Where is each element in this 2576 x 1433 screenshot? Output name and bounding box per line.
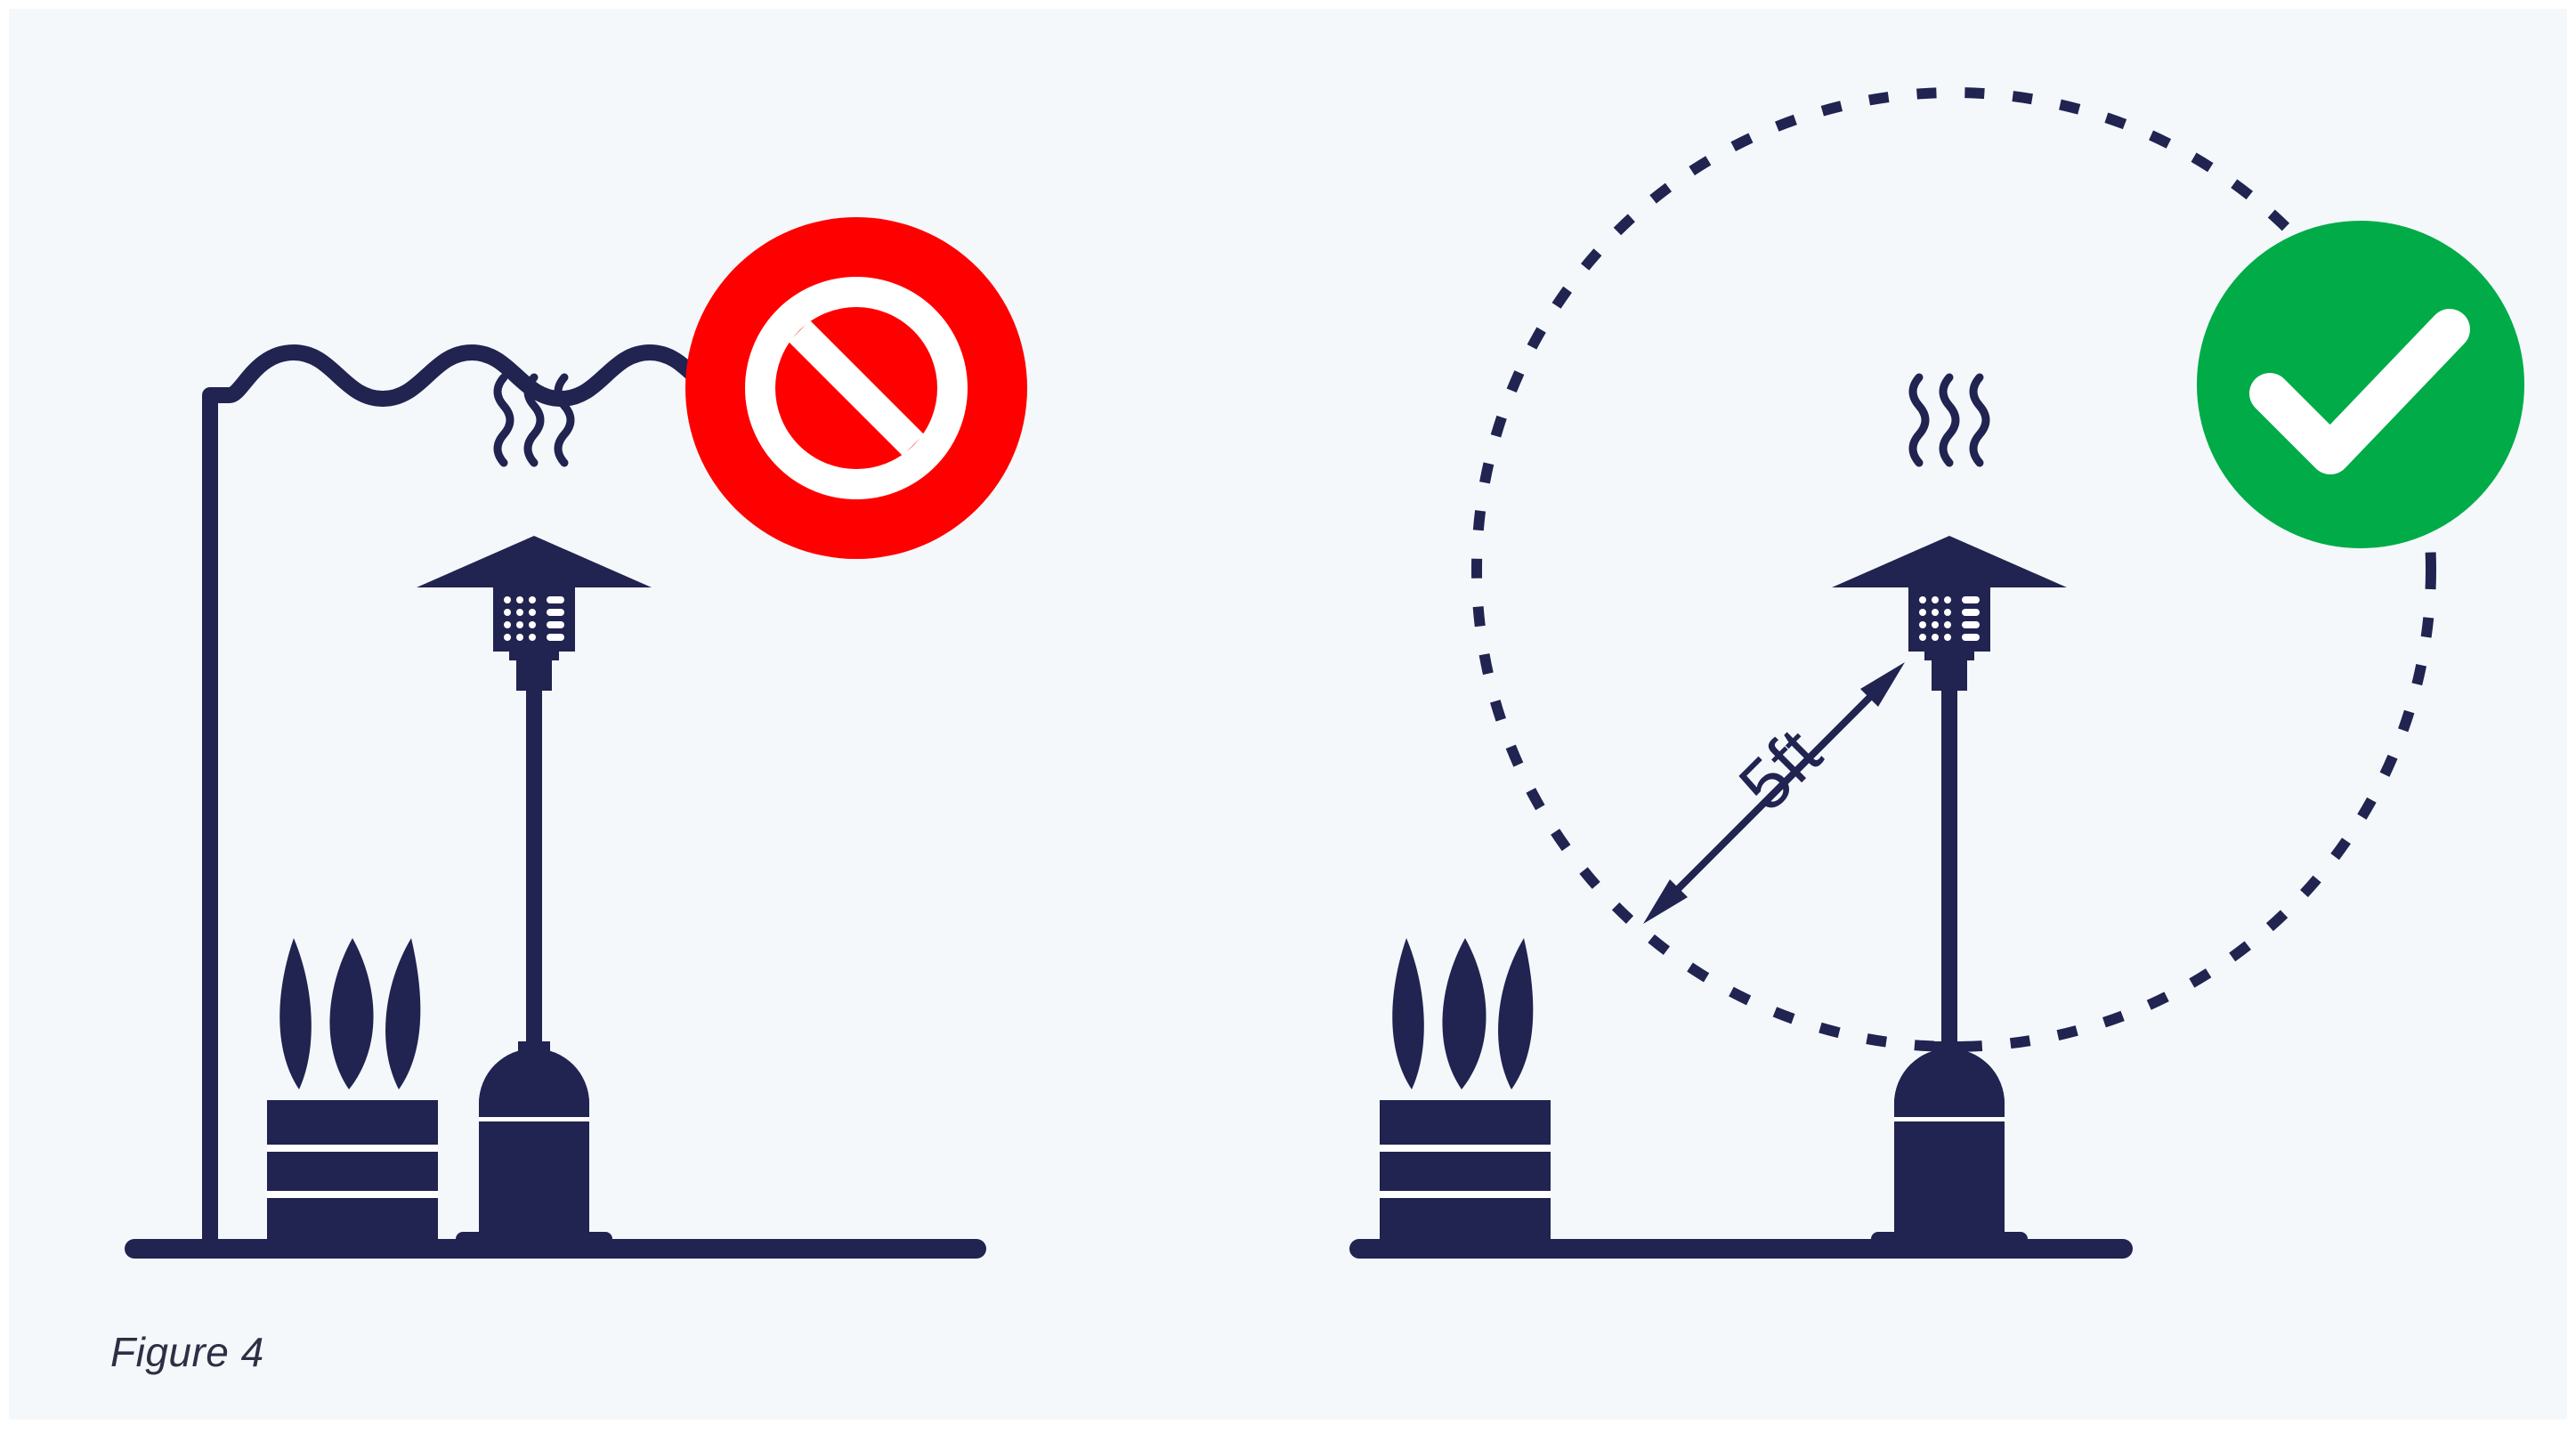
figure-caption: Figure 4	[110, 1328, 264, 1376]
prohibited-icon	[685, 217, 1027, 559]
checkmark-icon	[2197, 221, 2524, 548]
